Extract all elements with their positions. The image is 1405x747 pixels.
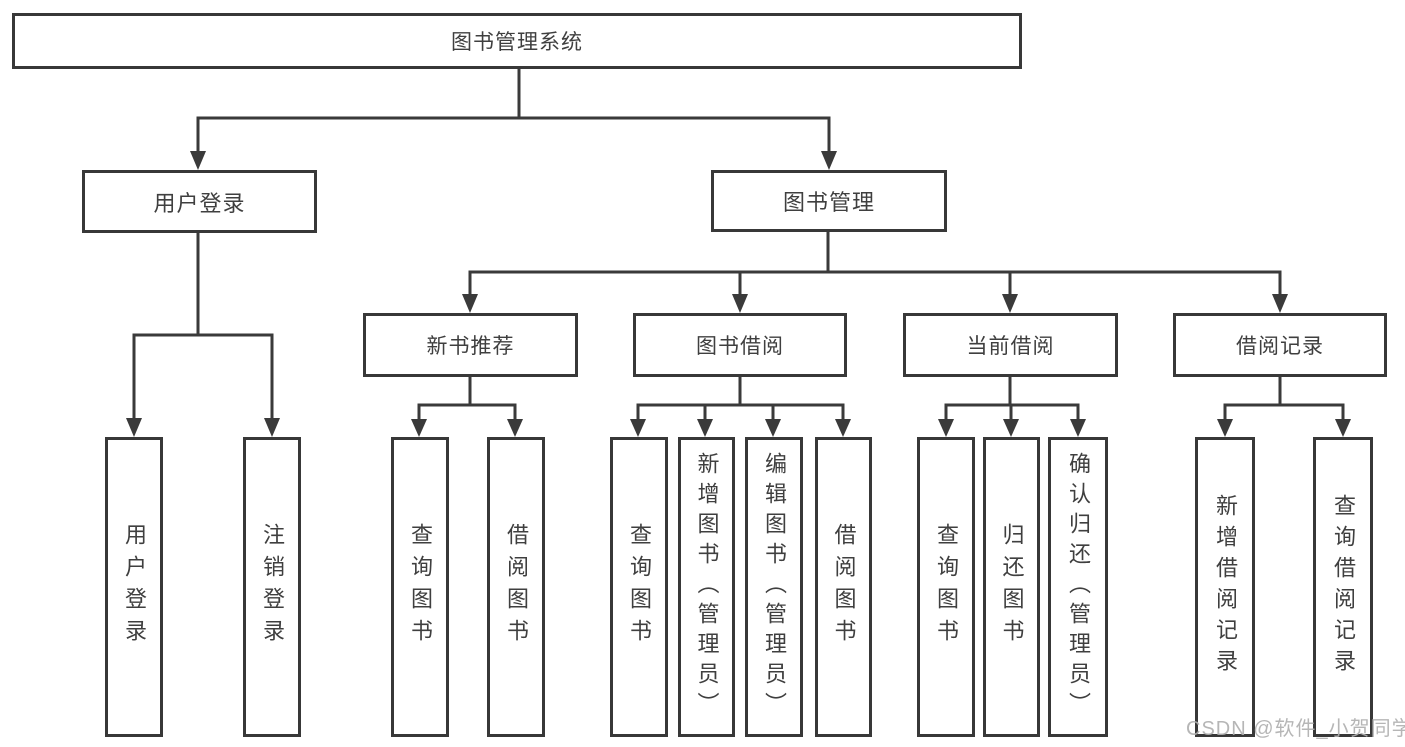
node-leaf-add-book-admin-label: 新增图书（管理员） (694, 452, 720, 722)
node-leaf-borrow-book-recommend: 借阅图书 (487, 437, 545, 737)
node-leaf-borrow-book-recommend-label: 借阅图书 (504, 523, 529, 651)
node-new-book-recommend: 新书推荐 (363, 313, 578, 377)
node-borrow-records: 借阅记录 (1173, 313, 1387, 377)
node-leaf-confirm-return-admin-label: 确认归还（管理员） (1066, 452, 1091, 722)
node-library-system-label: 图书管理系统 (451, 31, 583, 54)
node-leaf-confirm-return-admin: 确认归还（管理员） (1048, 437, 1108, 737)
node-borrow-records-label: 借阅记录 (1236, 335, 1324, 358)
connector-borrow-records-to-children (1217, 377, 1351, 437)
node-leaf-logout: 注销登录 (243, 437, 301, 737)
node-leaf-query-book-current: 查询图书 (917, 437, 975, 737)
csdn-watermark: CSDN @软件_小贺同学 (1186, 718, 1405, 740)
node-book-management-label: 图书管理 (782, 190, 875, 215)
node-leaf-query-book-recommend-label: 查询图书 (408, 523, 433, 651)
node-leaf-user-login-label: 用户登录 (122, 523, 147, 651)
node-leaf-edit-book-admin: 编辑图书（管理员） (745, 437, 803, 737)
node-library-system: 图书管理系统 (12, 13, 1022, 69)
node-leaf-user-login: 用户登录 (105, 437, 163, 737)
node-book-borrow: 图书借阅 (633, 313, 847, 377)
node-new-book-recommend-label: 新书推荐 (426, 335, 515, 358)
node-leaf-query-book-borrow-label: 查询图书 (627, 523, 652, 651)
node-leaf-query-borrow-record-label: 查询借阅记录 (1331, 494, 1356, 680)
node-user-login: 用户登录 (82, 170, 317, 233)
node-leaf-borrow-book: 借阅图书 (815, 437, 872, 737)
node-user-login-label: 用户登录 (153, 190, 246, 216)
node-leaf-logout-label: 注销登录 (260, 523, 285, 651)
connector-user-login-to-children (126, 233, 280, 437)
node-current-borrow: 当前借阅 (903, 313, 1118, 377)
node-leaf-return-book: 归还图书 (983, 437, 1040, 737)
node-leaf-borrow-book-label: 借阅图书 (831, 523, 857, 651)
node-leaf-query-book-current-label: 查询图书 (934, 523, 959, 651)
node-book-management: 图书管理 (711, 170, 947, 232)
node-leaf-query-borrow-record: 查询借阅记录 (1313, 437, 1373, 737)
node-leaf-add-book-admin: 新增图书（管理员） (678, 437, 735, 737)
node-leaf-query-book-recommend: 查询图书 (391, 437, 449, 737)
connector-root-to-level1 (190, 67, 837, 170)
node-leaf-edit-book-admin-label: 编辑图书（管理员） (762, 452, 787, 722)
node-leaf-add-borrow-record: 新增借阅记录 (1195, 437, 1255, 737)
node-leaf-add-borrow-record-label: 新增借阅记录 (1213, 494, 1238, 680)
node-leaf-query-book-borrow: 查询图书 (610, 437, 668, 737)
connector-book-borrow-to-children (630, 377, 851, 437)
node-current-borrow-label: 当前借阅 (966, 335, 1055, 358)
connector-book-mgmt-to-level2 (462, 232, 1288, 313)
node-leaf-return-book-label: 归还图书 (999, 523, 1025, 651)
connector-current-borrow-to-children (938, 377, 1086, 437)
node-book-borrow-label: 图书借阅 (696, 335, 784, 358)
connector-new-book-to-children (411, 377, 523, 437)
